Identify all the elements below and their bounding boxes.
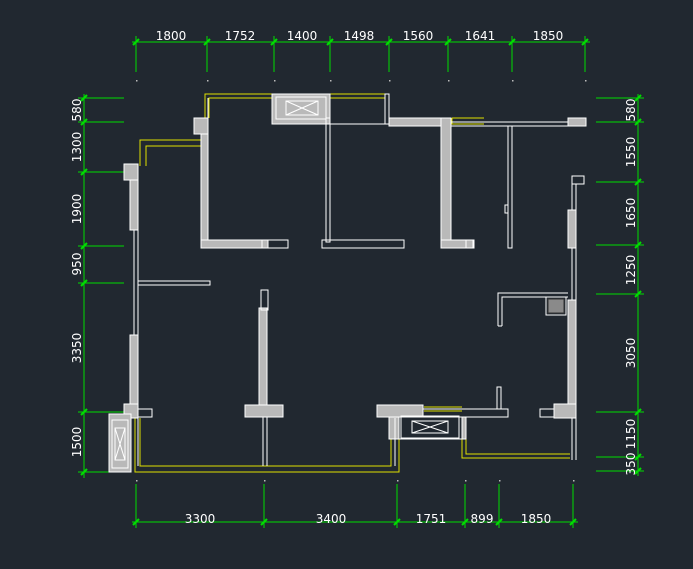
dim-dots bbox=[136, 80, 587, 482]
dim-right-6: 1150 bbox=[624, 419, 638, 450]
dim-right-3: 1650 bbox=[624, 198, 638, 229]
right-ticks bbox=[596, 97, 644, 472]
bottom-dimension-labels: 3300 3400 1751 899 1850 bbox=[185, 512, 552, 526]
dim-left-2: 1300 bbox=[70, 132, 84, 163]
ac-unit-left bbox=[111, 419, 129, 469]
dim-top-7: 1850 bbox=[533, 29, 564, 43]
thin-walls bbox=[133, 93, 585, 466]
dim-right-1: 580 bbox=[624, 99, 638, 122]
dim-left-4: 950 bbox=[70, 253, 84, 276]
left-dimension-labels: 580 1300 1900 950 3350 1500 bbox=[70, 99, 84, 458]
dim-left-6: 1500 bbox=[70, 427, 84, 458]
dim-top-5: 1560 bbox=[403, 29, 434, 43]
dim-top-1: 1800 bbox=[156, 29, 187, 43]
dim-right-2: 1550 bbox=[624, 137, 638, 168]
ac-unit-bottom bbox=[400, 415, 460, 439]
dim-left-3: 1900 bbox=[70, 194, 84, 225]
dim-right-4: 1250 bbox=[624, 255, 638, 286]
dim-bottom-4: 899 bbox=[471, 512, 494, 526]
dim-left-5: 3350 bbox=[70, 333, 84, 364]
walls bbox=[108, 93, 587, 473]
top-dimension-labels: 1800 1752 1400 1498 1560 1641 1850 bbox=[156, 29, 564, 43]
dim-top-6: 1641 bbox=[465, 29, 496, 43]
dim-bottom-5: 1850 bbox=[521, 512, 552, 526]
left-ticks bbox=[78, 97, 124, 473]
dim-right-7: 350 bbox=[624, 453, 638, 476]
ac-unit-top bbox=[275, 96, 327, 120]
dim-bottom-2: 3400 bbox=[316, 512, 347, 526]
dim-bottom-3: 1751 bbox=[416, 512, 447, 526]
balcony-railings bbox=[134, 93, 570, 473]
dim-top-2: 1752 bbox=[225, 29, 256, 43]
right-dimension-labels: 580 1550 1650 1250 3050 1150 350 bbox=[624, 99, 638, 476]
dim-bottom-1: 3300 bbox=[185, 512, 216, 526]
dim-top-4: 1498 bbox=[344, 29, 375, 43]
dimension-slashes bbox=[80, 38, 642, 526]
dim-right-5: 3050 bbox=[624, 338, 638, 369]
closet-fixture bbox=[547, 298, 565, 314]
dim-left-1: 580 bbox=[70, 99, 84, 122]
dim-top-3: 1400 bbox=[287, 29, 318, 43]
